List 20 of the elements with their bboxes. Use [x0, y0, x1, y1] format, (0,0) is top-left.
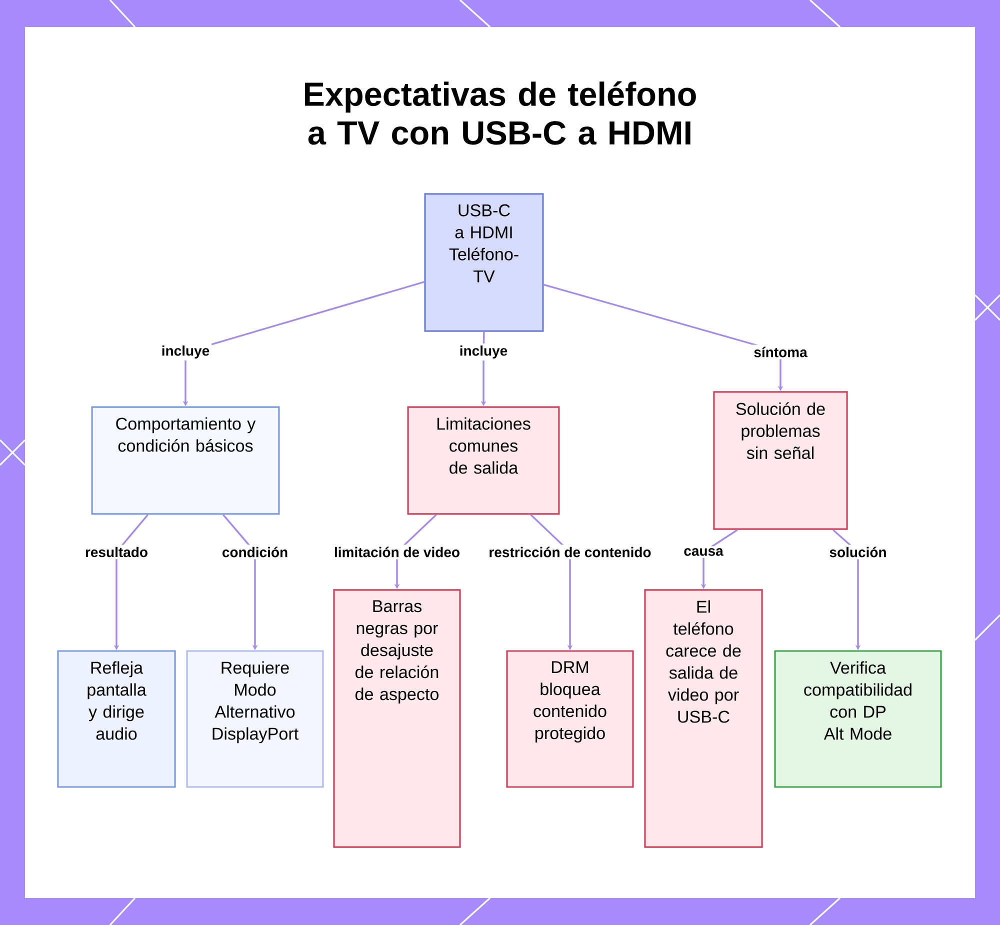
concept-box: El teléfono carece de salida de video por USB-C: [644, 589, 763, 848]
edge-label: limitación de video: [332, 544, 462, 560]
concept-box: Barras negras por desajuste de relación de aspecto: [333, 589, 461, 848]
edge-label: solución: [827, 544, 889, 560]
edge-label: resultado: [83, 544, 150, 560]
edge-label: síntoma: [752, 344, 810, 360]
edge-label: incluye: [159, 343, 212, 361]
concept-box: USB-C a HDMI Teléfono-TV: [424, 193, 544, 332]
concept-box: Solución de problemas sin señal: [713, 391, 848, 530]
edge-label: condición: [220, 544, 290, 560]
edge-label: restricción de contenido: [486, 544, 654, 560]
concept-box: Refleja pantalla y dirige audio: [57, 650, 176, 788]
concept-box: Comportamiento y condición básicos: [91, 406, 280, 515]
concept-box: Limitaciones comunes de salida: [407, 406, 560, 515]
edge-label: causa: [682, 546, 726, 558]
edge-label: incluye: [457, 343, 510, 361]
concept-box: DRM bloquea contenido protegido: [506, 650, 634, 788]
concept-box: Verifica compatibilidad con DP Alt Mode: [774, 650, 942, 788]
concept-box: Requiere Modo Alternativo DisplayPort: [186, 650, 324, 788]
title: Expectativas de teléfono a TV con USB-C a HDMI: [304, 81, 696, 145]
